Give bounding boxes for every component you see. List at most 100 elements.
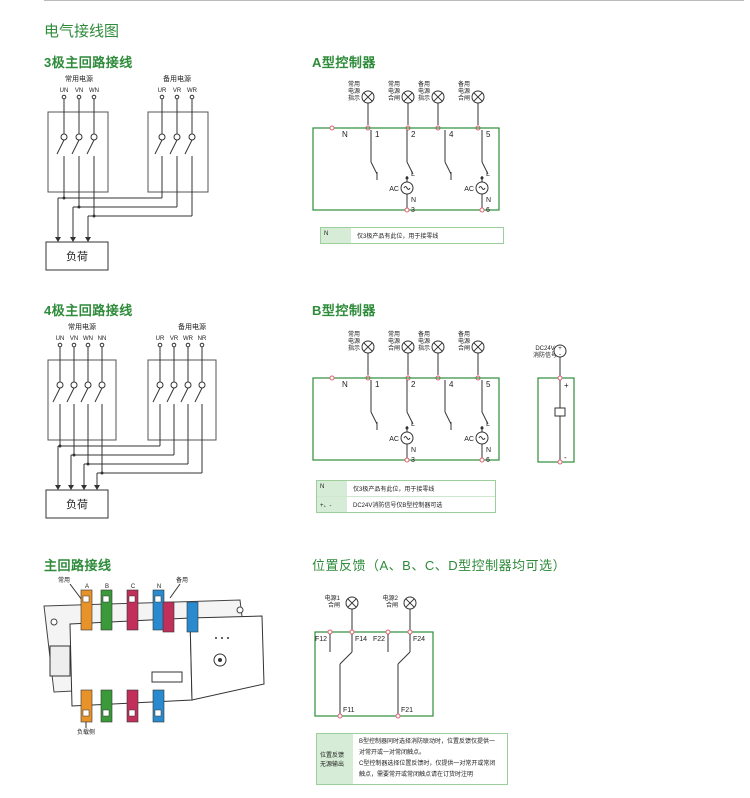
contact-icon <box>170 381 178 389</box>
phase-label: A <box>85 584 89 590</box>
dc-minus-sign: - <box>559 352 561 358</box>
contact-label-F12: F12 <box>315 636 327 643</box>
feedback-note-table: 位置反馈 无源输出 B型控制器同时选择消防联动时，位置反馈仅提供一 对常开或一对… <box>316 733 508 785</box>
contact-blade <box>397 651 411 665</box>
phase-label: N <box>157 584 161 590</box>
terminal-dot <box>185 342 191 348</box>
switch-blade <box>56 139 65 155</box>
terminal-dot <box>157 342 163 348</box>
terminal-number-label: 3 <box>411 457 415 464</box>
n-label: N <box>486 447 491 454</box>
ac-wave <box>478 186 486 190</box>
switch-blade <box>194 387 203 403</box>
lamp-cross <box>405 598 415 608</box>
three-pole-title: 3极主回路接线 <box>44 55 133 70</box>
switch-blade <box>169 139 178 155</box>
dc24v-label: 消防信号 <box>533 351 557 359</box>
contact-icon <box>156 381 164 389</box>
contact-icon <box>173 133 181 141</box>
lamp-cross <box>403 92 413 102</box>
backup-busbar <box>162 601 175 633</box>
lamp-label: 合闸 <box>388 344 400 352</box>
load-box <box>45 489 109 519</box>
terminal-dot <box>395 713 401 719</box>
busbar-bottom-C <box>126 689 139 723</box>
lamp-cross <box>363 342 373 352</box>
normal-switch-box <box>47 359 117 441</box>
terminal-dot <box>557 375 563 381</box>
l-label: L <box>411 421 415 428</box>
lamp-label: 常用 <box>388 330 400 338</box>
side-handle <box>49 645 71 677</box>
lamp-label: 电源 <box>418 87 430 95</box>
lamp2-label: 电源2 <box>383 594 399 602</box>
led-dot <box>227 637 229 639</box>
relay-coil-icon <box>554 407 566 417</box>
contact-label-F24: F24 <box>413 636 425 643</box>
lamp-label: 指示 <box>418 94 430 102</box>
arrow-down-icon <box>85 237 91 242</box>
lamp-label: 常用 <box>388 80 400 88</box>
lamp-cross <box>403 342 413 352</box>
terminal-number-label: 2 <box>411 130 416 139</box>
feedback-note-line-4: 触点，需要常开或常闭触点请在订货时注明 <box>359 772 474 778</box>
busbar-top-C <box>126 589 139 631</box>
backup-switch-box <box>147 359 217 441</box>
terminal-dot <box>91 94 97 100</box>
terminal-dot <box>159 94 165 100</box>
normal-terminal-label: UN <box>56 336 65 342</box>
contact-icon <box>56 381 64 389</box>
terminal-dot <box>85 342 91 348</box>
busbar-bottom-N <box>152 689 165 723</box>
dc-minus-label: - <box>564 453 567 462</box>
note-key: +、- <box>317 497 347 512</box>
switch-blade <box>52 387 61 403</box>
terminal-dot <box>407 629 413 635</box>
page-title: 电气接线图 <box>44 23 120 40</box>
dc-plus-label: + <box>564 381 569 390</box>
backup-switch-box <box>147 111 209 193</box>
normal-source-label: 常用电源 <box>65 74 93 83</box>
terminal-dot <box>385 629 391 635</box>
contact-label-F11: F11 <box>343 707 355 714</box>
terminal-dot <box>199 342 205 348</box>
phase-label: C <box>131 584 136 590</box>
backup-label: 备用 <box>176 576 188 584</box>
junction-dot <box>72 453 76 457</box>
junction-dot <box>92 214 96 218</box>
arrow-down-icon <box>70 237 76 242</box>
feedback-note-key: 位置反馈 无源输出 <box>317 734 353 784</box>
backup-terminal-label: VR <box>170 336 179 342</box>
lamp-label: 电源 <box>388 87 400 95</box>
relay-contact <box>370 411 378 425</box>
l-label: L <box>486 171 490 178</box>
junction-dot <box>480 426 484 430</box>
busbar-top-A <box>80 589 93 631</box>
terminal-number-label: 6 <box>486 207 490 214</box>
busbar-bottom-B <box>100 689 113 723</box>
normal-terminal-label: VN <box>75 88 83 94</box>
terminal-dot <box>71 342 77 348</box>
phase-label: B <box>105 584 109 590</box>
contact-icon <box>84 381 92 389</box>
junction-dot <box>405 426 409 430</box>
backup-terminal-label: UR <box>156 336 165 342</box>
backup-busbar <box>186 601 199 633</box>
switch-blade <box>184 139 193 155</box>
arrow-down-icon <box>55 237 61 242</box>
busbar-hole <box>82 595 90 603</box>
n-label: N <box>411 447 416 454</box>
terminal-dot <box>76 94 82 100</box>
junction-dot <box>480 176 484 180</box>
ac-label: AC <box>464 186 474 193</box>
terminal-dot <box>479 207 485 213</box>
feedback-note-line-3: C型控制器选择位置反馈时，仅提供一对常开或常闭 <box>359 761 496 767</box>
lamp-label: 指示 <box>348 94 360 102</box>
led-dot <box>221 637 223 639</box>
busbar-hole <box>154 709 162 717</box>
normal-terminal-label: NN <box>98 336 107 342</box>
lamp-label: 合闸 <box>458 344 470 352</box>
